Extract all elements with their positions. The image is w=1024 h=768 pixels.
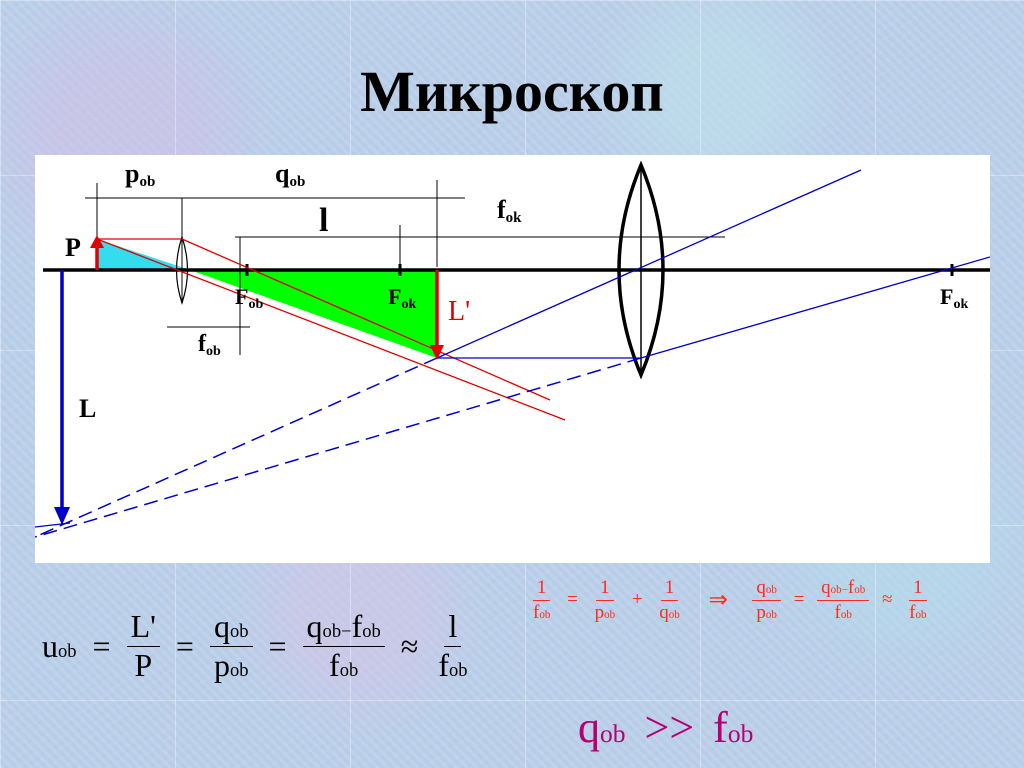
label-F-ok-right: Fok <box>940 284 968 312</box>
inequality-q-much-greater-f: qob >> fob <box>578 703 754 752</box>
equals-sign: = <box>567 589 578 611</box>
virtual-ray-end <box>35 522 71 528</box>
blue-rays <box>436 169 990 359</box>
label-q-ob: qob <box>275 159 305 190</box>
label-L: L <box>79 394 96 423</box>
label-F-ob: Fob <box>235 284 263 312</box>
u-symbol: uob <box>42 627 77 664</box>
fraction-q-over-p-red: qob pob <box>752 578 781 623</box>
image-triangle <box>190 270 437 358</box>
fraction-q-over-p: qob pob <box>209 609 253 682</box>
dimension-lines <box>85 180 725 355</box>
object-triangle <box>97 239 190 270</box>
fraction-1-over-p-ob: 1 pob <box>594 577 616 623</box>
label-p-ob: pob <box>125 159 155 190</box>
fraction-L-over-P: L' P <box>126 609 160 682</box>
virtual-rays <box>35 357 642 538</box>
fraction-1-over-f-ob: 1 fob <box>532 577 551 623</box>
plus-sign: + <box>631 589 643 611</box>
magnification-formula: uob = L' P = qob pob = qob−fob fob ≈ l f… <box>38 608 476 683</box>
implies-arrow-icon: ⇒ <box>708 587 728 613</box>
fraction-1-over-q-ob: 1 qob <box>659 577 680 623</box>
fraction-l-over-f: l fob <box>438 608 468 683</box>
label-l: l <box>319 202 328 239</box>
red-rays <box>96 238 566 421</box>
label-P: P <box>65 233 81 262</box>
page-title: Микроскоп <box>360 59 664 124</box>
approx-sign: ≈ <box>881 589 893 611</box>
focus-ticks <box>245 264 954 276</box>
label-L-prime: L' <box>448 296 470 327</box>
equals-sign: = <box>268 627 287 664</box>
fraction-q-minus-f-over-f: qob−fob fob <box>302 609 385 682</box>
label-f-ob-bottom: fob <box>198 331 221 359</box>
label-f-ok-top: fok <box>497 195 522 226</box>
final-image-arrow <box>54 270 70 525</box>
microscope-ray-diagram: pob qob l fok P Fob Fok L' Fok fob L <box>35 155 990 563</box>
object-arrow <box>90 235 104 270</box>
equals-sign: = <box>92 627 111 664</box>
lens-formula: 1 fob = 1 pob + 1 qob ⇒ qob pob = qob−fo… <box>525 578 935 623</box>
equals-sign: = <box>175 627 194 664</box>
equals-sign: = <box>793 589 805 611</box>
fraction-q-minus-f-over-f-red: qob−fob fob <box>817 578 870 623</box>
approx-sign: ≈ <box>400 627 419 664</box>
objective-lens <box>175 235 189 305</box>
eyepiece-lens <box>617 160 665 380</box>
label-F-ok-mid: Fok <box>388 284 416 312</box>
fraction-1-over-f-red: 1 fob <box>909 577 927 623</box>
intermediate-image-arrow <box>430 270 444 360</box>
